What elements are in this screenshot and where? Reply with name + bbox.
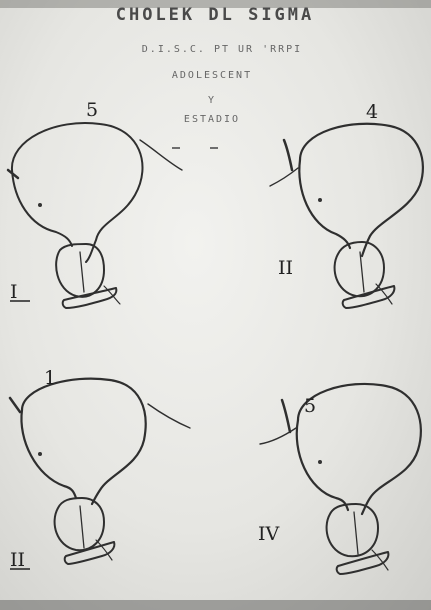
header-line4: ESTADIO bbox=[184, 114, 240, 125]
panel-i-numeral: I bbox=[10, 281, 18, 303]
bulb-inner-line bbox=[354, 512, 358, 554]
bulb-outline bbox=[335, 242, 384, 296]
edge-mark bbox=[10, 398, 20, 412]
edge-mark bbox=[282, 400, 290, 432]
bulb-outline bbox=[327, 504, 378, 556]
bulb-inner-line bbox=[80, 252, 84, 292]
header-line3: Y bbox=[208, 95, 216, 106]
header-line1: D.I.S.C. PT UR 'RRPI bbox=[142, 44, 302, 55]
panel-ii-drawing bbox=[270, 124, 423, 308]
panel-i-drawing bbox=[8, 123, 182, 308]
header-title: CHOLEK DL SIGMA bbox=[116, 5, 315, 25]
sac-outline-lower bbox=[297, 420, 348, 510]
panel-iv-mark: 5 bbox=[304, 395, 316, 417]
edge-mark bbox=[284, 140, 292, 170]
panel-i-mark: 5 bbox=[86, 99, 98, 121]
sac-outline-upper bbox=[300, 124, 423, 256]
sac-outline-lower bbox=[12, 170, 72, 246]
sac-outline-upper bbox=[298, 384, 421, 514]
sac-dot bbox=[318, 460, 322, 464]
bottom-edge-shadow bbox=[0, 600, 431, 610]
sac-outline-lower bbox=[21, 410, 76, 498]
sac-dot bbox=[38, 452, 42, 456]
panel-ii-numeral: II bbox=[278, 257, 293, 279]
panel-iv-numeral: IV bbox=[258, 523, 280, 545]
panel-iii-numeral: II bbox=[10, 549, 25, 571]
limb-line bbox=[140, 140, 182, 170]
sac-dot bbox=[318, 198, 322, 202]
panel-iii-drawing bbox=[10, 379, 190, 564]
sac-outline-upper bbox=[12, 123, 143, 262]
sac-dot bbox=[38, 203, 42, 207]
panel-ii-mark: 4 bbox=[366, 101, 378, 123]
bulb-inner-line bbox=[80, 506, 84, 548]
panel-iv-drawing bbox=[260, 384, 421, 574]
panel-iii-mark: 1 bbox=[44, 367, 56, 389]
bulb-inner-line bbox=[360, 252, 364, 292]
sac-outline-lower bbox=[299, 160, 350, 248]
bulb-outline bbox=[55, 498, 104, 550]
limb-line bbox=[148, 404, 190, 428]
limb-line bbox=[270, 168, 298, 186]
header-line2: ADOLESCENT bbox=[172, 70, 252, 81]
sac-outline-upper bbox=[22, 379, 146, 504]
